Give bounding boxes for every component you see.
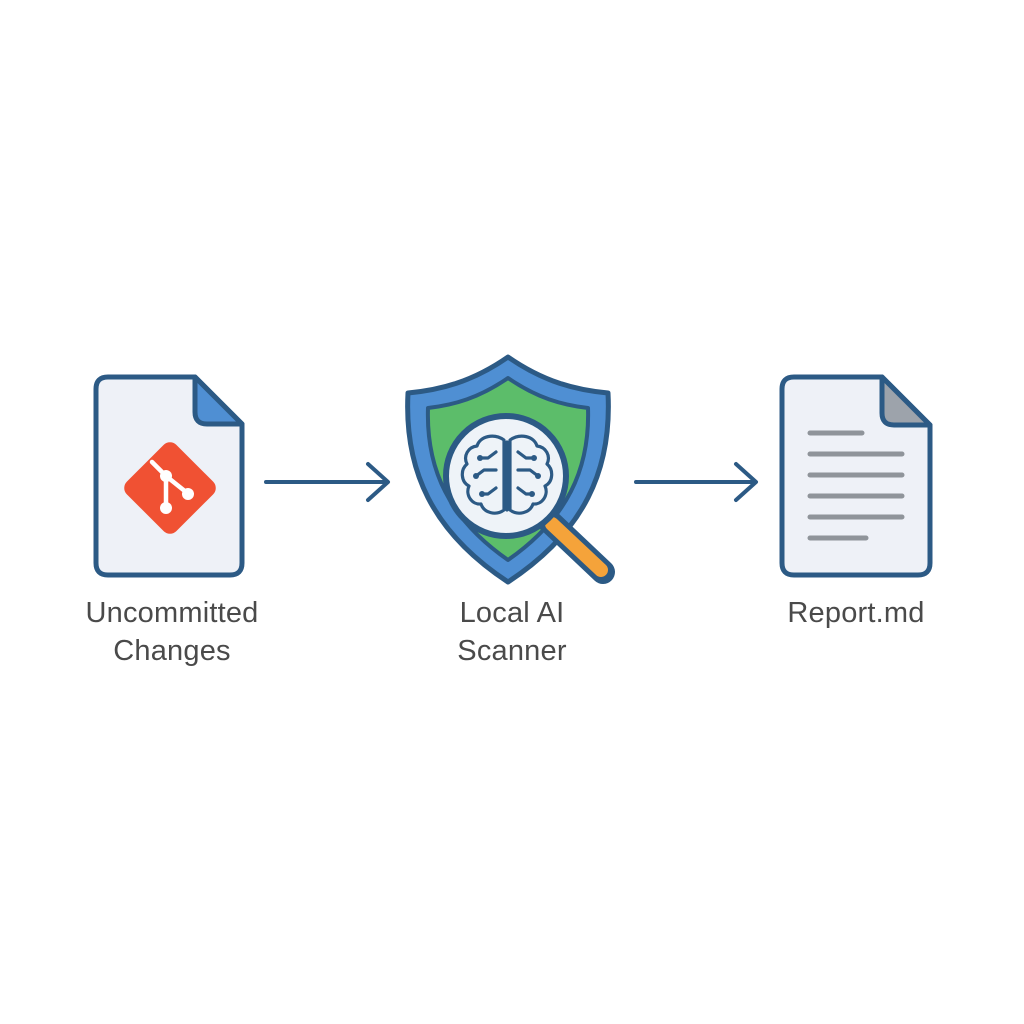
node-label-report-md: Report.md: [696, 594, 1016, 632]
node-label-line: Changes: [113, 635, 231, 667]
flow-arrow-2: [634, 462, 758, 502]
git-document-icon: [93, 374, 245, 578]
flow-arrow-1: [264, 462, 390, 502]
node-label-local-ai-scanner: Local AI Scanner: [352, 594, 672, 670]
circuit-node-dots: [473, 455, 541, 497]
node-label-line: Local AI: [459, 597, 565, 629]
node-label-line: Report.md: [787, 597, 925, 629]
git-logo-icon: [124, 442, 216, 534]
text-document-icon: [779, 374, 933, 578]
node-label-line: Uncommitted: [85, 597, 259, 629]
shield-brain-magnifier-icon: [405, 354, 615, 585]
text-lines: [807, 430, 905, 541]
node-label-line: Scanner: [457, 635, 567, 667]
node-label-uncommitted-changes: Uncommitted Changes: [12, 594, 332, 670]
